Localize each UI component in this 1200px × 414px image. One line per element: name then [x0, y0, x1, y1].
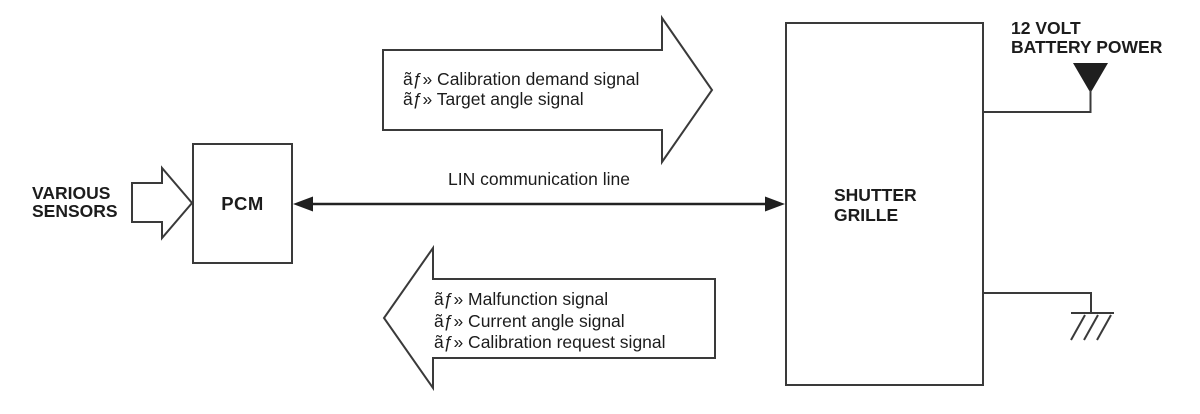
- shutter-grille-box: SHUTTER GRILLE: [785, 22, 984, 386]
- shutter-grille-label-line1: SHUTTER: [834, 185, 917, 205]
- battery-power-label-line1: 12 VOLT: [1011, 18, 1081, 38]
- shutter-grille-label-line2: GRILLE: [834, 205, 899, 225]
- pcm-to-grille-signal-list: ãƒ» Calibration demand signal ãƒ» Target…: [403, 69, 639, 109]
- sensors-input-arrow: [131, 165, 194, 241]
- signal-line: ãƒ» Calibration demand signal: [403, 69, 640, 89]
- battery-power-label-line2: BATTERY POWER: [1011, 36, 1163, 57]
- battery-power-label: 12 VOLT BATTERY POWER: [1011, 19, 1162, 56]
- various-sensors-label-line1: VARIOUS: [32, 183, 111, 203]
- top-signal-block-arrow: [382, 14, 714, 166]
- battery-power-triangle-icon: [1073, 63, 1108, 93]
- lin-communication-label: LIN communication line: [448, 169, 630, 189]
- grille-to-pcm-signal-list: ãƒ» Malfunction signal ãƒ» Current angle…: [434, 289, 666, 354]
- shutter-grille-label: SHUTTER GRILLE: [834, 185, 917, 225]
- lin-arrowhead-left-icon: [293, 196, 313, 212]
- ground-symbol-icon: [1070, 312, 1114, 341]
- various-sensors-label-line2: SENSORS: [32, 201, 118, 221]
- bottom-signal-block-arrow: [382, 244, 716, 392]
- pcm-box: PCM: [192, 143, 293, 264]
- signal-line: ãƒ» Malfunction signal: [434, 289, 609, 309]
- ground-connection-line: [984, 292, 1092, 313]
- lin-arrowhead-right-icon: [765, 196, 785, 212]
- battery-connection-line: [984, 90, 1092, 113]
- signal-line: ãƒ» Current angle signal: [434, 310, 625, 331]
- signal-line: ãƒ» Calibration request signal: [434, 332, 666, 352]
- signal-line: ãƒ» Target angle signal: [403, 89, 584, 109]
- various-sensors-label: VARIOUS SENSORS: [32, 184, 118, 220]
- pcm-label: PCM: [221, 192, 264, 214]
